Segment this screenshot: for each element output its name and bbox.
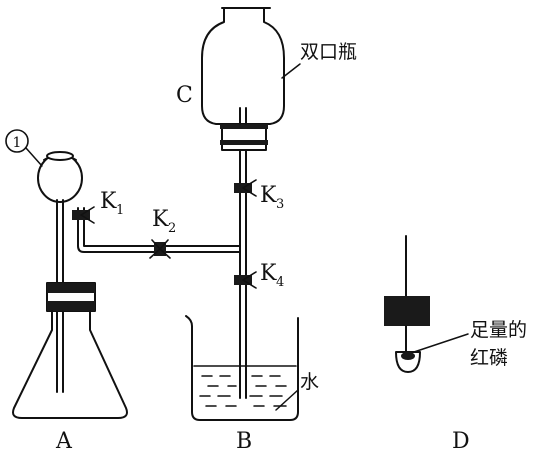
label-k2-sub: 2 bbox=[168, 221, 176, 236]
label-k1: K bbox=[100, 189, 117, 214]
apparatus-d bbox=[384, 235, 469, 373]
label-k3-sub: 3 bbox=[276, 197, 284, 212]
bottle-c-pointer bbox=[281, 63, 301, 79]
clamp-k1 bbox=[72, 206, 95, 224]
funnel-marker-circle bbox=[5, 129, 29, 153]
label-k2: K bbox=[152, 207, 169, 232]
label-b: B bbox=[236, 429, 252, 454]
flask-a bbox=[12, 282, 128, 419]
label-red-phosphorus-line1: 足量的 bbox=[470, 319, 527, 341]
label-k3: K bbox=[260, 183, 277, 208]
label-k1-sub: 1 bbox=[116, 203, 124, 218]
clamp-k4 bbox=[234, 271, 257, 289]
clamp-k2 bbox=[149, 239, 171, 259]
label-double-neck-bottle: 双口瓶 bbox=[300, 41, 357, 63]
label-d: D bbox=[452, 429, 470, 454]
label-k4-sub: 4 bbox=[276, 275, 284, 290]
label-k4: K bbox=[260, 261, 277, 286]
label-funnel-marker: 1 bbox=[13, 135, 22, 151]
label-c: C bbox=[176, 83, 193, 108]
bottle-c bbox=[201, 7, 285, 151]
beaker-b bbox=[185, 315, 299, 421]
label-water: 水 bbox=[300, 371, 319, 393]
clamp-k3 bbox=[234, 179, 257, 197]
label-a: A bbox=[55, 429, 73, 454]
separatory-funnel bbox=[37, 151, 83, 393]
label-red-phosphorus-line2: 红磷 bbox=[470, 347, 508, 369]
